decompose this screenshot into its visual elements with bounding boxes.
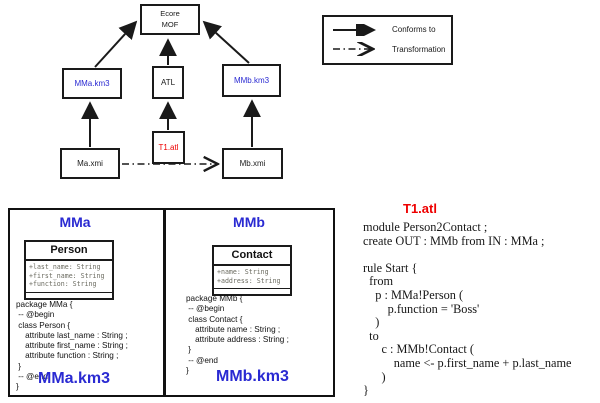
mmb-km3-file-label: MMb.km3 <box>216 368 289 385</box>
legend-label-transformation: Transformation <box>392 44 446 54</box>
mmb-title: MMb <box>233 214 265 230</box>
node-mmb-km3: MMb.km3 <box>222 64 281 97</box>
class-attribute: +function: String <box>29 280 97 289</box>
atl-code-listing: module Person2Contact ;create OUT : MMb … <box>363 220 598 398</box>
mmb-km3-code: package MMb { -- @begin class Contact { … <box>186 294 289 376</box>
uml-class-person: Person +last_name: String+first_name: St… <box>24 240 114 300</box>
node-ecore-mof: Ecore MOF <box>140 4 200 35</box>
code-line: rule Start { <box>363 260 418 275</box>
code-line: -- @begin <box>186 304 225 314</box>
code-line: attribute address : String ; <box>186 335 289 345</box>
node-mb-xmi: Mb.xmi <box>222 148 283 179</box>
uml-class-contact-attributes: +name: String+address: String <box>214 266 290 288</box>
uml-class-contact-operations <box>214 288 290 294</box>
node-ma-xmi: Ma.xmi <box>60 148 120 179</box>
code-line: } <box>186 345 192 355</box>
code-line: attribute function : String ; <box>16 351 119 361</box>
uml-class-person-operations <box>26 291 112 298</box>
uml-class-person-name: Person <box>26 242 112 261</box>
code-line: module Person2Contact ; <box>363 220 488 234</box>
code-line: class Person { <box>16 320 71 330</box>
metamodel-panel: MMa Person +last_name: String+first_name… <box>8 208 335 397</box>
atl-file-title: T1.atl <box>403 201 437 216</box>
arrow-mma-km3-to-ecore <box>94 20 138 68</box>
code-line: } <box>186 366 189 376</box>
class-attribute: +name: String <box>217 268 269 276</box>
code-line: package MMa { <box>16 300 73 309</box>
code-line: } <box>363 383 369 398</box>
uml-class-contact-name: Contact <box>214 247 290 266</box>
code-line: to <box>363 328 379 343</box>
code-line: -- @end <box>16 372 48 382</box>
code-line: } <box>16 361 22 371</box>
node-atl: ATL <box>152 66 184 99</box>
class-attribute: +last_name: String <box>29 263 101 271</box>
solid-arrow-icon <box>333 23 376 36</box>
code-line: p : MMa!Person ( <box>363 287 464 302</box>
code-line: -- @begin <box>16 310 55 320</box>
legend-label-conforms-to: Conforms to <box>392 25 436 35</box>
code-line: p.function = 'Boss' <box>363 301 480 316</box>
code-line: create OUT : MMb from IN : MMa ; <box>363 233 545 248</box>
panel-divider <box>163 210 166 395</box>
code-line: from <box>363 274 394 289</box>
code-line: attribute last_name : String ; <box>16 330 128 340</box>
node-t1-atl: T1.atl <box>152 131 185 164</box>
class-attribute: +address: String <box>217 276 281 285</box>
code-line: attribute name : String ; <box>186 324 281 334</box>
arrow-mmb-km3-to-ecore <box>202 20 250 64</box>
legend-box: Conforms to Transformation <box>322 15 453 65</box>
code-line: attribute first_name : String ; <box>16 341 128 351</box>
class-attribute: +first_name: String <box>29 271 105 280</box>
node-mma-km3: MMa.km3 <box>62 68 122 99</box>
diagram-arrows <box>81 20 261 200</box>
mma-title: MMa <box>59 214 91 230</box>
legend-row-transformation: Transformation <box>331 42 451 56</box>
code-line <box>363 248 598 262</box>
code-line: -- @end <box>186 355 218 365</box>
code-line: class Contact { <box>186 314 243 324</box>
mma-km3-file-label: MMa.km3 <box>38 370 111 387</box>
code-line: ) <box>363 315 380 330</box>
legend-row-conforms: Conforms to <box>331 23 451 36</box>
code-line: c : MMb!Contact ( <box>363 342 474 357</box>
code-line: name <- p.first_name + p.last_name <box>363 355 572 370</box>
uml-class-contact: Contact +name: String+address: String <box>212 245 292 297</box>
atl-code-panel: T1.atl module Person2Contact ;create OUT… <box>363 201 598 398</box>
dash-dot-arrow-icon <box>333 42 383 56</box>
code-line: ) <box>363 369 386 384</box>
uml-class-person-attributes: +last_name: String+first_name: String+fu… <box>26 261 112 292</box>
mma-km3-code: package MMa { -- @begin class Person { a… <box>16 300 128 393</box>
code-line: package MMb { <box>186 294 243 303</box>
code-line: } <box>16 382 19 392</box>
